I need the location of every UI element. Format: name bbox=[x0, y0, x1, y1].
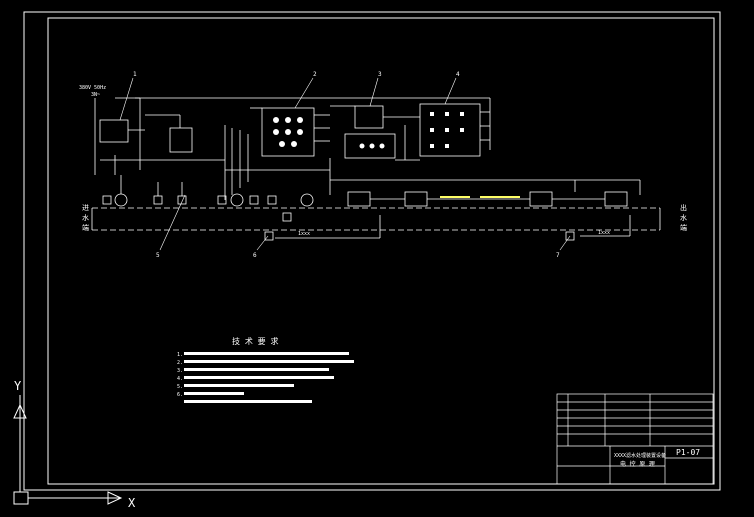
tag-bars bbox=[440, 196, 520, 198]
title-line-1: XXXX滤水处理装置设备 bbox=[614, 452, 666, 459]
ucs-x-label: X bbox=[128, 496, 136, 510]
inlet-label-1: 进 bbox=[82, 204, 89, 212]
note-line-1: 1. bbox=[177, 352, 183, 358]
notes-title: 技 术 要 求 bbox=[232, 336, 278, 346]
callout-1: 1 bbox=[133, 71, 137, 78]
callout-numbers: 1 2 3 4 5 6 7 bbox=[133, 71, 560, 259]
drawing-number: P1-07 bbox=[676, 448, 700, 457]
outlet-label: 出 水 端 bbox=[680, 203, 687, 232]
ucs-icon bbox=[13, 395, 123, 505]
cable-label-2: 1xxx bbox=[598, 230, 610, 236]
controller-symbols bbox=[273, 112, 464, 149]
field-devices bbox=[102, 175, 628, 222]
callout-5: 5 bbox=[156, 252, 160, 259]
title-block bbox=[556, 393, 714, 485]
note-line-3: 3. bbox=[177, 368, 183, 374]
inlet-label-2: 水 bbox=[82, 213, 89, 222]
callout-2: 2 bbox=[313, 71, 317, 78]
note-line-5: 5. bbox=[177, 384, 183, 390]
inlet-label-3: 端 bbox=[82, 223, 89, 232]
power-sub-label: 3N~ bbox=[91, 92, 100, 98]
control-circuit bbox=[94, 97, 641, 200]
callout-leaders bbox=[119, 77, 571, 251]
notes-lines: 1. 2. 3. 4. 5. 6. bbox=[177, 352, 183, 398]
outlet-label-2: 水 bbox=[680, 213, 687, 222]
note-line-4: 4. bbox=[177, 376, 183, 382]
main-pipe bbox=[91, 207, 661, 241]
power-label: 380V 50Hz bbox=[79, 85, 106, 91]
notes-bars bbox=[184, 352, 354, 403]
outlet-label-3: 端 bbox=[680, 223, 687, 232]
cable-label-1: 1xxx bbox=[298, 231, 310, 237]
ucs-y-label: Y bbox=[14, 379, 22, 393]
title-line-2: 电 控 原 理 bbox=[620, 460, 655, 468]
callout-3: 3 bbox=[378, 71, 382, 78]
sheet-border bbox=[23, 11, 721, 491]
outlet-label-1: 出 bbox=[680, 203, 687, 212]
callout-7: 7 bbox=[556, 252, 560, 259]
inlet-label: 进 水 端 bbox=[82, 204, 89, 232]
note-line-2: 2. bbox=[177, 360, 183, 366]
note-line-6: 6. bbox=[177, 392, 183, 398]
callout-4: 4 bbox=[456, 71, 460, 78]
callout-6: 6 bbox=[253, 252, 257, 259]
